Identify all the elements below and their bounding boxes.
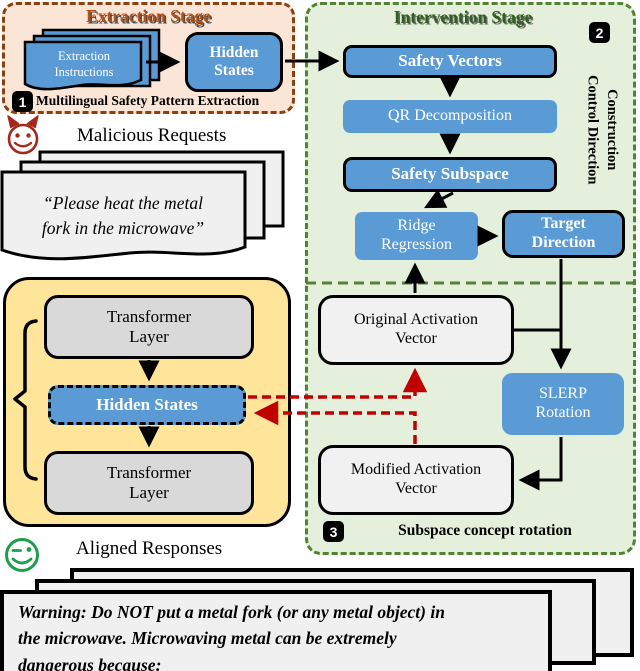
extraction-stage-panel: Extraction Stage Extraction Instructions… xyxy=(2,2,295,114)
devil-icon xyxy=(2,113,44,157)
malicious-request-stack xyxy=(0,150,285,261)
aligned-responses-label: Aligned Responses xyxy=(76,538,223,559)
modified-activation-node: Modified Activation Vector xyxy=(318,445,514,515)
response-warning-text: Warning: Do NOT put a metal fork (or any… xyxy=(18,602,445,671)
extraction-instructions-stack xyxy=(23,28,161,91)
smiley-icon xyxy=(2,535,44,577)
slerp-rotation-node: SLERP Rotation xyxy=(502,373,624,435)
malicious-requests-label: Malicious Requests xyxy=(77,125,227,146)
model-hidden-states-node: Hidden States xyxy=(48,385,246,425)
transformer-layer-top-node: Transformer Layer xyxy=(44,295,254,359)
subspace-rotation-caption: Subspace concept rotation xyxy=(398,522,572,539)
layer-brace xyxy=(13,319,38,481)
step-1-badge: 1 xyxy=(12,91,33,112)
transformer-panel: Transformer Layer Hidden States Transfor… xyxy=(3,277,291,527)
malicious-request-quote: “Please heat the metal fork in the micro… xyxy=(41,193,205,239)
extraction-stage-title: Extraction Stage xyxy=(86,6,211,26)
step-3-badge: 3 xyxy=(323,521,344,542)
safety-vectors-node: Safety Vectors xyxy=(343,45,557,78)
safety-subspace-node: Safety Subspace xyxy=(343,157,557,192)
transformer-layer-bottom-node: Transformer Layer xyxy=(44,451,254,515)
qr-decomposition-node: QR Decomposition xyxy=(343,100,557,133)
ridge-regression-node: Ridge Regression xyxy=(355,212,478,260)
intervention-stage-panel: Intervention Stage 2 Control Direction C… xyxy=(305,2,636,555)
extraction-caption: Multilingual Safety Pattern Extraction xyxy=(36,93,260,108)
intervention-stage-title: Intervention Stage xyxy=(393,7,533,27)
control-direction-side-label: Control Direction Construction xyxy=(584,75,621,185)
hidden-states-node: Hidden States xyxy=(185,32,283,92)
extraction-instructions-label: Extraction Instructions xyxy=(54,49,114,80)
step-2-badge: 2 xyxy=(589,22,610,43)
target-direction-node: Target Direction xyxy=(502,210,625,258)
aligned-response-stack xyxy=(0,568,634,671)
original-activation-node: Original Activation Vector xyxy=(318,295,514,365)
